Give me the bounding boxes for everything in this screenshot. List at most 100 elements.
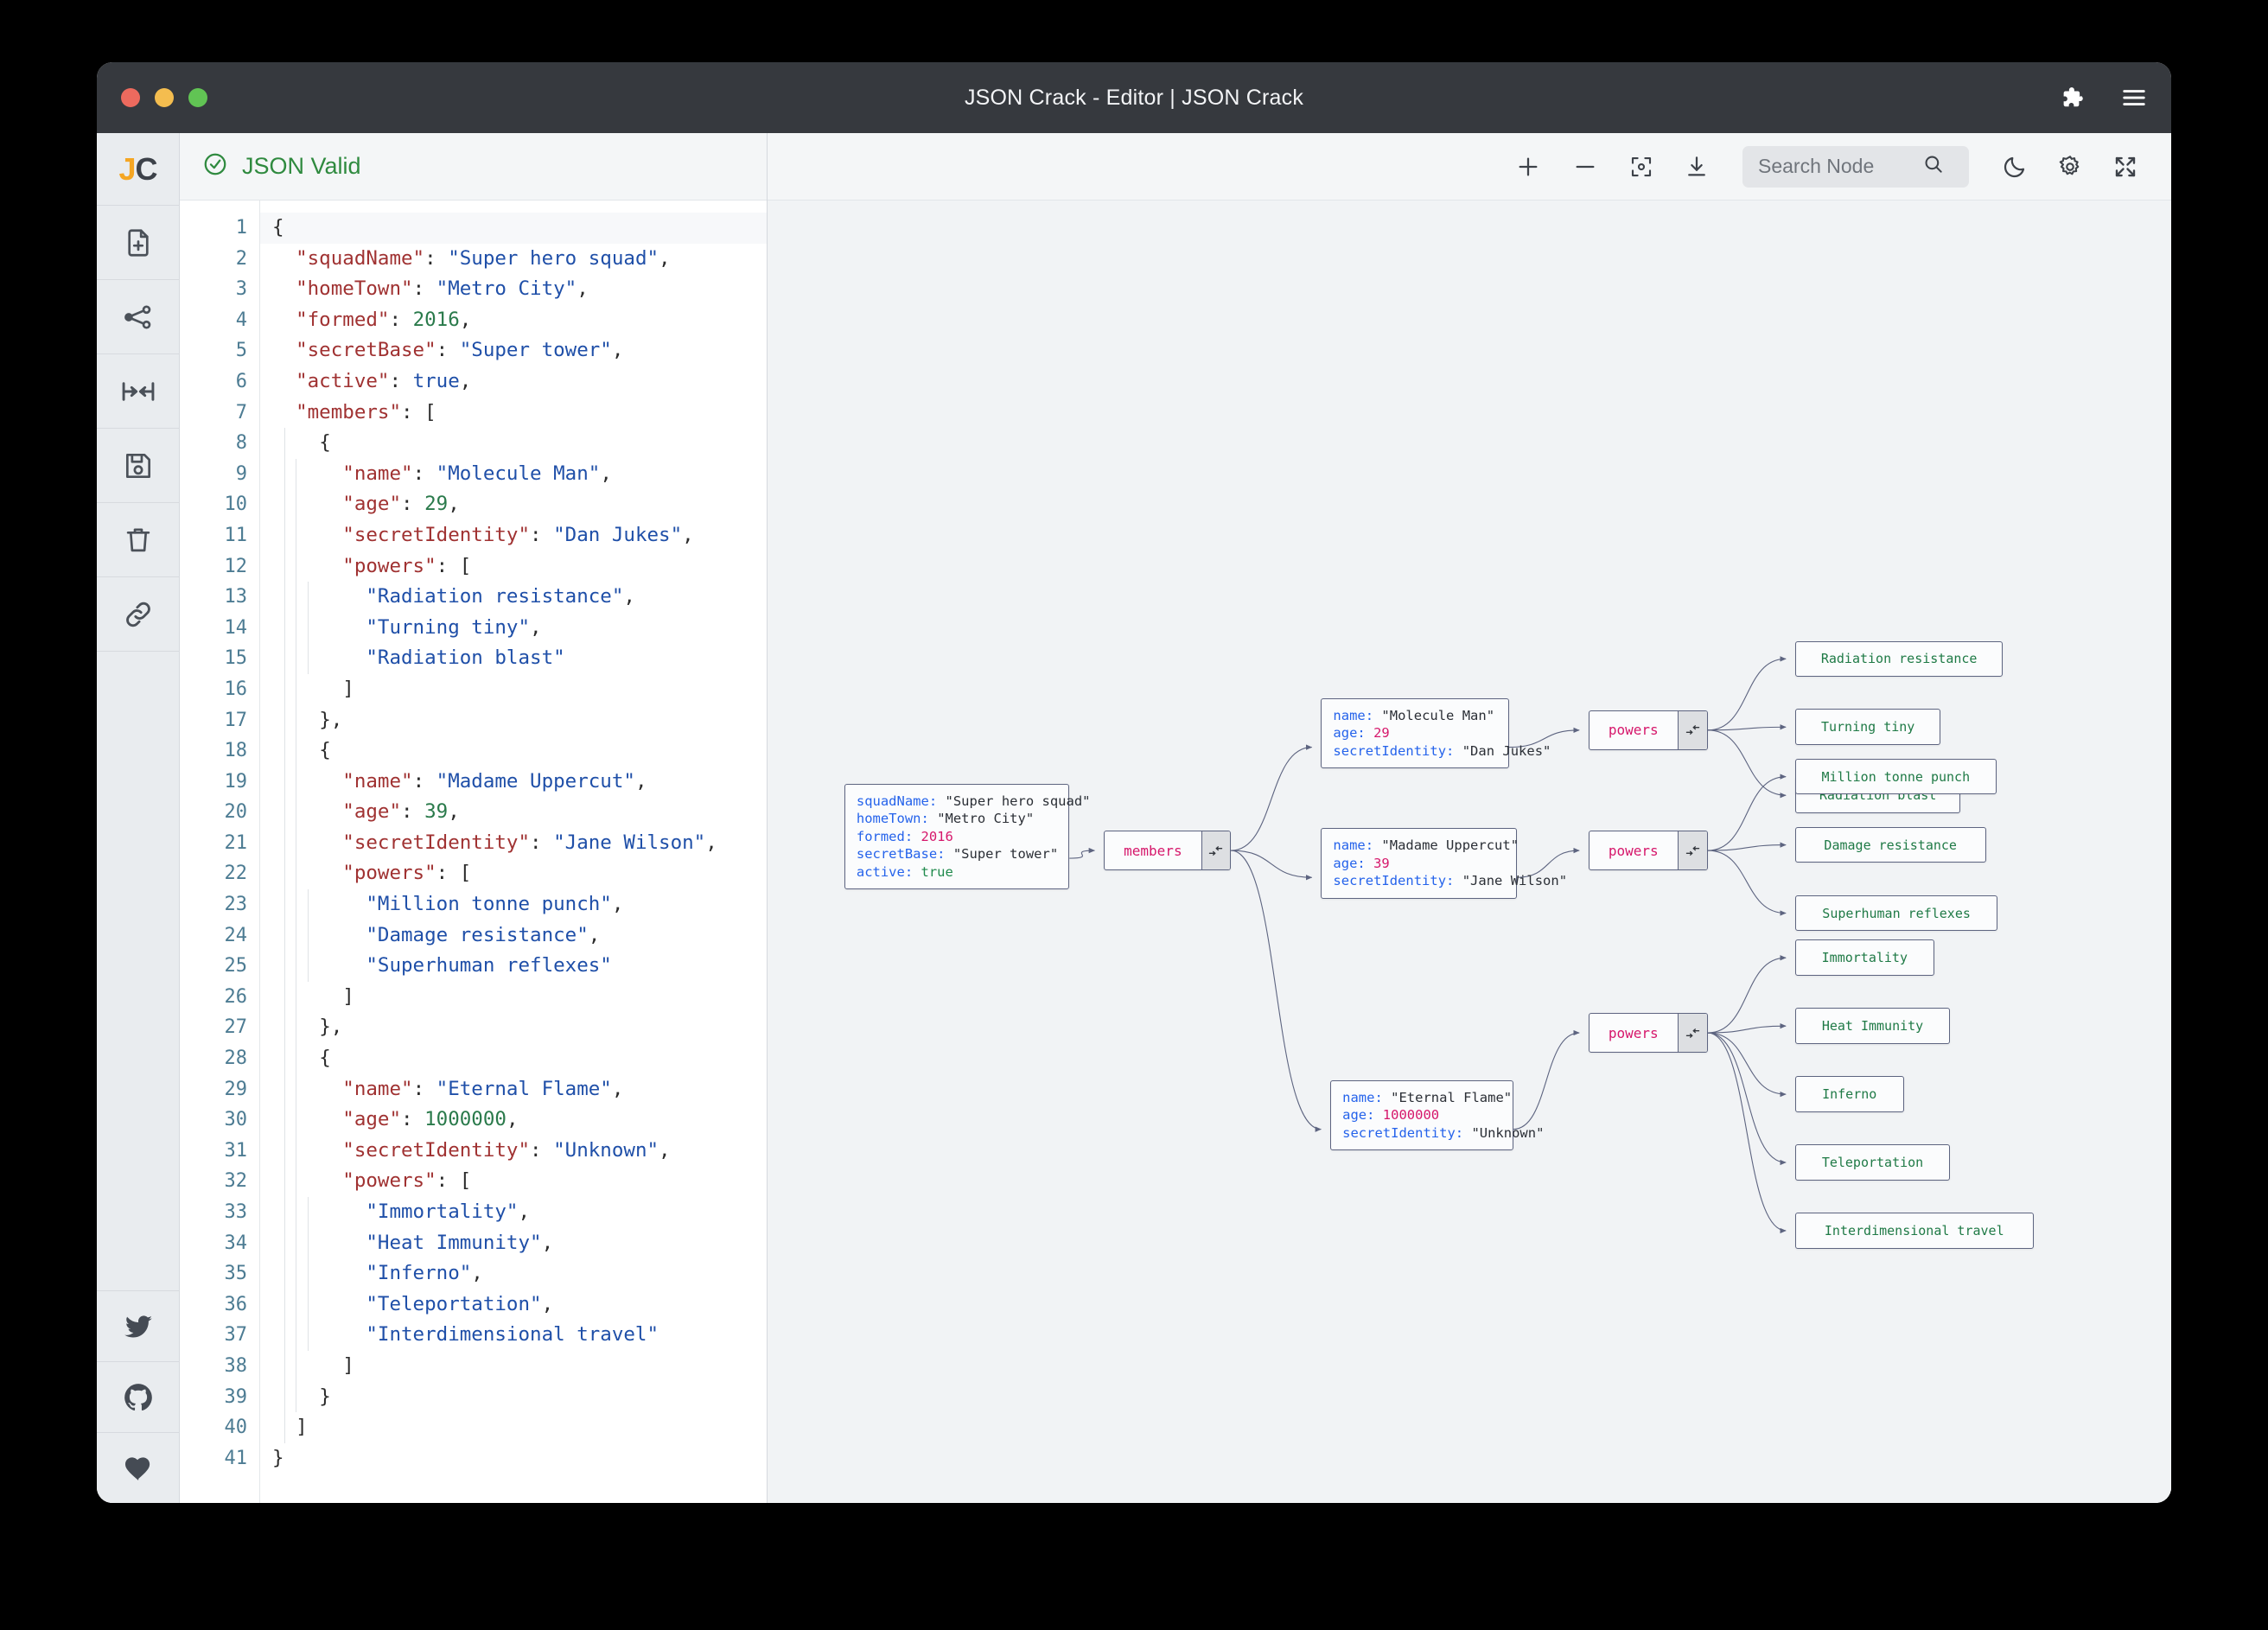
graph-leaf-node[interactable]: Million tonne punch [1794,758,1997,795]
zoom-button[interactable] [188,88,207,107]
graph-leaf-node[interactable]: Radiation resistance [1794,640,2004,678]
code-line[interactable]: "Damage resistance", [260,920,767,952]
code-line[interactable]: "name": "Madame Uppercut", [260,767,767,798]
graph-leaf-node[interactable]: Teleportation [1794,1144,1951,1181]
share-graph-icon[interactable] [97,280,180,354]
graph-canvas[interactable]: squadName: "Super hero squad"homeTown: "… [768,201,2171,1503]
code-line[interactable]: "age": 39, [260,797,767,828]
code-line[interactable]: { [260,735,767,767]
graph-toolbar [768,133,2171,201]
collapse-node-icon[interactable] [1201,831,1231,870]
collapse-node-icon[interactable] [1677,1014,1707,1052]
code-line[interactable]: ] [260,1351,767,1382]
graph-leaf-node[interactable]: Inferno [1794,1076,1904,1112]
collapse-expand-icon[interactable] [97,354,180,429]
code-line[interactable]: "squadName": "Super hero squad", [260,244,767,275]
code-token: 29 [424,493,449,516]
link-icon[interactable] [97,577,180,652]
left-sidebar: JC [97,133,180,1503]
code-line[interactable]: "age": 29, [260,489,767,520]
search-icon[interactable] [1922,153,1945,180]
code-line[interactable]: "Superhuman reflexes" [260,951,767,982]
search-input[interactable] [1758,155,1914,178]
code-line[interactable]: "powers": [ [260,858,767,889]
code-line[interactable]: "powers": [ [260,1166,767,1197]
code-line[interactable]: "Radiation blast" [260,643,767,674]
code-line[interactable]: "secretBase": "Super tower", [260,335,767,366]
center-view-icon[interactable] [1628,154,1654,180]
traffic-lights [121,88,207,107]
code-line[interactable]: "Heat Immunity", [260,1228,767,1259]
code-line[interactable]: "Inferno", [260,1258,767,1289]
code-line[interactable]: "Teleportation", [260,1289,767,1321]
app-logo[interactable]: JC [97,133,180,206]
download-icon[interactable] [1684,154,1710,180]
code-line[interactable]: "age": 1000000, [260,1105,767,1136]
code-line[interactable]: ] [260,1412,767,1443]
graph-key-node[interactable]: powers [1588,1013,1708,1053]
browser-menu-icon[interactable] [2121,86,2147,109]
code-line[interactable]: "secretIdentity": "Unknown", [260,1136,767,1167]
twitter-icon[interactable] [97,1290,180,1361]
graph-leaf-node[interactable]: Damage resistance [1794,826,1986,863]
code-line[interactable]: ] [260,674,767,705]
minimize-button[interactable] [155,88,174,107]
code-line[interactable]: "Immortality", [260,1197,767,1228]
graph-leaf-node[interactable]: Immortality [1794,939,1934,976]
code-line[interactable]: "secretIdentity": "Dan Jukes", [260,520,767,551]
code-line[interactable]: "Turning tiny", [260,613,767,644]
graph-key-node[interactable]: members [1104,831,1232,871]
code-line[interactable]: } [260,1382,767,1413]
code-line[interactable]: { [260,213,767,244]
code-line[interactable]: { [260,428,767,459]
fullscreen-icon[interactable] [2112,154,2138,180]
code-line[interactable]: "powers": [ [260,551,767,583]
graph-object-node[interactable]: squadName: "Super hero squad"homeTown: "… [844,783,1091,890]
collapse-node-icon[interactable] [1677,710,1707,749]
dark-mode-icon[interactable] [2002,154,2028,180]
code-line[interactable]: } [260,1443,767,1474]
github-icon[interactable] [97,1361,180,1432]
code-line[interactable]: "homeTown": "Metro City", [260,274,767,305]
graph-leaf-node[interactable]: Interdimensional travel [1794,1213,2034,1249]
code-token: "squadName" [296,246,425,270]
code-line[interactable]: "secretIdentity": "Jane Wilson", [260,828,767,859]
graph-leaf-node[interactable]: Superhuman reflexes [1794,895,1998,932]
graph-edge [1708,953,1787,1033]
zoom-out-icon[interactable] [1571,153,1599,181]
new-document-icon[interactable] [97,206,180,280]
close-button[interactable] [121,88,140,107]
code-line[interactable]: }, [260,1012,767,1043]
code-line[interactable]: "active": true, [260,366,767,398]
delete-icon[interactable] [97,503,180,577]
collapse-node-icon[interactable] [1677,831,1707,870]
code-line[interactable]: { [260,1043,767,1074]
zoom-in-icon[interactable] [1514,153,1542,181]
code-line[interactable]: "name": "Eternal Flame", [260,1074,767,1105]
graph-leaf-node[interactable]: Heat Immunity [1794,1008,1951,1044]
search-node-box[interactable] [1742,145,1969,188]
code-line[interactable]: "Interdimensional travel" [260,1320,767,1351]
code-line[interactable]: }, [260,705,767,736]
gear-icon[interactable] [2057,154,2083,180]
sponsor-heart-icon[interactable] [97,1432,180,1503]
graph-leaf-node[interactable]: Turning tiny [1794,709,1941,746]
graph-key-node[interactable]: powers [1588,710,1708,750]
extensions-icon[interactable] [2059,85,2085,111]
code-line[interactable]: "members": [ [260,398,767,429]
code-token: { [319,739,331,762]
code-line[interactable]: ] [260,982,767,1013]
line-number: 41 [224,1447,248,1469]
code-line[interactable]: "name": "Molecule Man", [260,459,767,490]
code-line[interactable]: "Million tonne punch", [260,889,767,920]
line-number: 7 [235,401,247,423]
code-line[interactable]: "formed": 2016, [260,305,767,336]
code-text-area[interactable]: { "squadName": "Super hero squad", "home… [259,201,767,1503]
graph-key-node[interactable]: powers [1588,831,1708,871]
save-icon[interactable] [97,429,180,503]
code-line[interactable]: "Radiation resistance", [260,582,767,613]
